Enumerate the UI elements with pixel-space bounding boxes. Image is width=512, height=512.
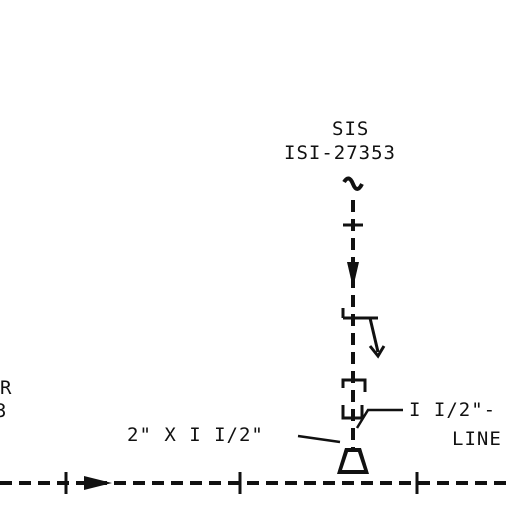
- sis-tag-label: ISI-27353: [284, 142, 396, 164]
- sis-break-symbol: [342, 176, 364, 191]
- left-partial-label-bottom: 3: [0, 400, 8, 422]
- flow-arrow-right: [84, 476, 112, 490]
- reducer-size-label: 2" X I I/2": [127, 424, 264, 446]
- sis-title-label: SIS: [332, 118, 370, 140]
- line-word-label: LINE: [452, 428, 502, 450]
- leader-line-left: [297, 434, 341, 444]
- check-valve-upper: [341, 308, 386, 359]
- reducer-symbol-inner: [342, 452, 364, 470]
- line-size-label: I I/2"-: [409, 399, 497, 421]
- valve-lower: [341, 378, 367, 420]
- left-partial-label-top: R: [0, 377, 13, 399]
- flow-arrow-down: [347, 262, 359, 288]
- leader-line-right: [355, 408, 403, 429]
